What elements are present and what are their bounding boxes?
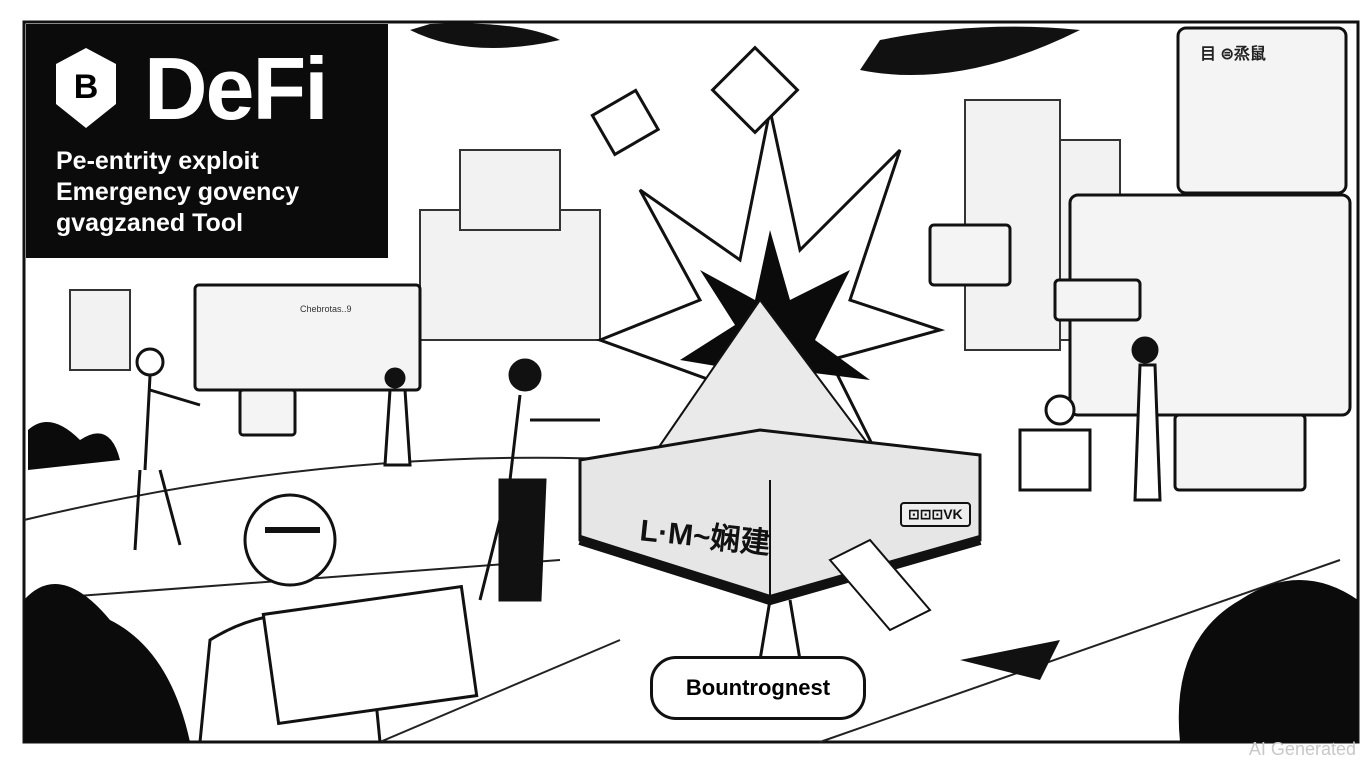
floating-card: [590, 88, 661, 157]
speech-bubble: Bountrognest: [650, 656, 866, 720]
top-right-screen-text: 目 ⊜烝鼠: [1200, 46, 1266, 63]
machine: [578, 428, 982, 632]
svg-text:B: B: [74, 68, 99, 106]
title-panel: B DeFi Pe-entrity exploit Emergency gove…: [26, 24, 388, 258]
floating-cube: [710, 45, 800, 135]
machine-tag: ⊡⊡⊡VK: [900, 502, 971, 527]
subtitle-line: Emergency govency: [56, 178, 300, 206]
hexagon-logo-icon: B: [56, 48, 116, 128]
cloud: [860, 26, 1080, 76]
subtitle-line: gvagzaned Tool: [56, 209, 244, 237]
small-screen-text: Chebrotas..9: [300, 304, 352, 314]
people: [133, 336, 1162, 744]
bush: [24, 584, 190, 742]
subtitle-line: Pe-entrity exploit: [56, 147, 259, 175]
bush: [28, 422, 120, 470]
subtitle: Pe-entrity exploit Emergency govency gva…: [56, 146, 299, 239]
brand-title: DeFi: [144, 39, 329, 138]
bush: [1178, 580, 1358, 742]
cloud: [410, 23, 560, 48]
watermark: AI Generated: [1248, 739, 1356, 759]
